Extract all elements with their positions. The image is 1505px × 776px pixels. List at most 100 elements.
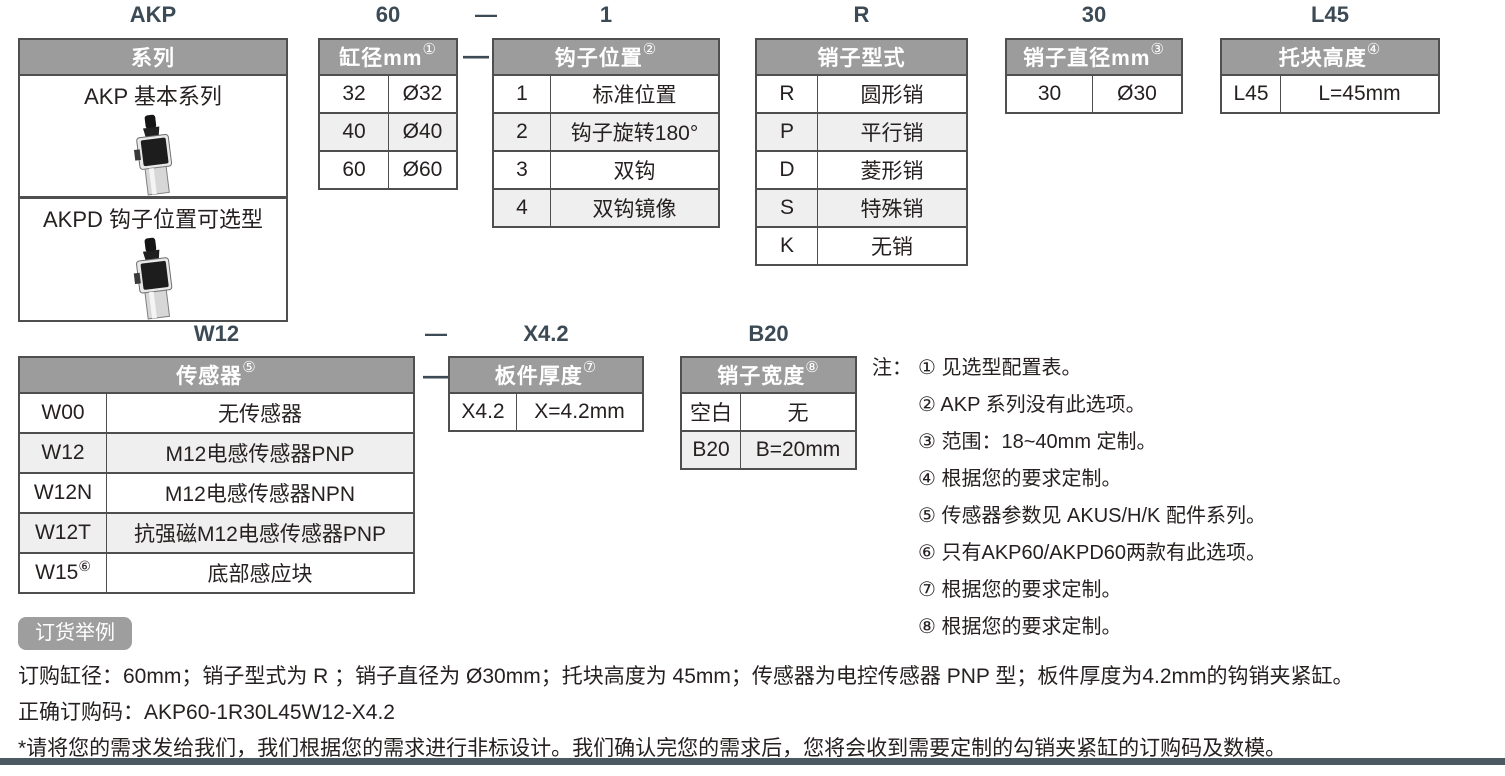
- code-plate-thickness: X4.2: [523, 321, 569, 346]
- table-row: P 平行销: [757, 112, 966, 150]
- option-code: 空白: [682, 394, 741, 430]
- option-desc: 菱形销: [860, 160, 924, 183]
- hook-position-table-title: 钩子位置: [554, 47, 643, 70]
- option-code: P: [757, 114, 818, 150]
- option-code: B20: [682, 432, 741, 468]
- table-row: W12N M12电感传感器NPN: [20, 472, 413, 512]
- table-row: 60 Ø60: [320, 150, 456, 188]
- table-row: K 无销: [757, 226, 966, 264]
- notes-prefix: 注：: [872, 357, 912, 379]
- option-desc: Ø30: [1117, 82, 1157, 105]
- pin-type-table-title: 销子型式: [817, 47, 906, 70]
- block-height-table-title: 托块高度: [1278, 47, 1367, 70]
- code-pin-type: R: [853, 2, 870, 27]
- option-desc: 圆形销: [860, 84, 924, 107]
- table-row: W00 无传感器: [20, 392, 413, 432]
- option-code: R: [757, 76, 818, 112]
- separator-dash: —: [423, 360, 449, 390]
- note-item: ② AKP 系列没有此选项。: [918, 394, 1146, 416]
- code-dash-2: —: [425, 321, 447, 346]
- code-hook-position: 1: [599, 2, 613, 27]
- option-desc: B=20mm: [755, 438, 841, 461]
- option-code: K: [757, 228, 818, 264]
- table-row: 40 Ø40: [320, 112, 456, 150]
- option-code: 4: [494, 190, 551, 226]
- option-desc: Ø32: [402, 82, 443, 105]
- code-series: AKP: [129, 2, 177, 27]
- option-code: W12T: [20, 514, 107, 552]
- option-desc: 标准位置: [592, 84, 677, 107]
- note-item: ⑥ 只有AKP60/AKPD60两款有此选项。: [918, 542, 1267, 564]
- series-item-akp: AKP 基本系列: [20, 74, 286, 196]
- notes-list: ① 见选型配置表。 ② AKP 系列没有此选项。 ③ 范围：18~40mm 定制…: [918, 350, 1266, 646]
- note-item: ③ 范围：18~40mm 定制。: [918, 431, 1157, 453]
- option-desc: 抗强磁M12电感传感器PNP: [133, 523, 387, 546]
- sensor-table-title: 传感器: [176, 365, 243, 388]
- option-code: 32: [320, 76, 389, 112]
- option-code: W12: [20, 434, 107, 472]
- table-row: 空白 无: [682, 392, 855, 430]
- option-code: 60: [320, 152, 389, 188]
- option-code-text: W00: [41, 401, 85, 424]
- option-code-text: W15: [35, 561, 79, 584]
- order-example-description: 订购缸径：60mm；销子型式为 R ；销子直径为 Ø30mm；托块高度为 45m…: [18, 665, 1354, 688]
- option-code: W12N: [20, 474, 107, 512]
- option-code: S: [757, 190, 818, 226]
- option-desc: 无: [787, 402, 809, 425]
- note-item: ⑧ 根据您的要求定制。: [918, 616, 1122, 638]
- table-row: W12T 抗强磁M12电感传感器PNP: [20, 512, 413, 552]
- table-row: 4 双钩镜像: [494, 188, 718, 226]
- option-code: 3: [494, 152, 551, 188]
- table-row: D 菱形销: [757, 150, 966, 188]
- option-code: 2: [494, 114, 551, 150]
- separator-dash: —: [463, 40, 489, 70]
- table-row: 30 Ø30: [1007, 74, 1181, 112]
- akp-product-image: [133, 114, 173, 196]
- pin-type-table-header: 销子型式: [757, 40, 966, 74]
- note-item: ⑦ 根据您的要求定制。: [918, 579, 1122, 601]
- table-row: W12 M12电感传感器PNP: [20, 432, 413, 472]
- option-code: 1: [494, 76, 551, 112]
- option-code-text: W12: [41, 441, 85, 464]
- option-desc: 双钩: [613, 160, 656, 183]
- series-item-label: AKPD 钩子位置可选型: [42, 207, 264, 232]
- akpd-product-image: [133, 237, 173, 320]
- table-row: S 特殊销: [757, 188, 966, 226]
- option-code: W00: [20, 394, 107, 432]
- option-desc: X=4.2mm: [534, 400, 625, 423]
- pin-diameter-table-title: 销子直径mm: [1023, 47, 1151, 70]
- note-item: ① 见选型配置表。: [918, 357, 1082, 379]
- option-code: 40: [320, 114, 389, 150]
- plate-thickness-table-title: 板件厚度: [494, 365, 583, 388]
- code-bore: 60: [375, 2, 401, 27]
- table-row: 32 Ø32: [320, 74, 456, 112]
- option-desc: 无销: [871, 236, 913, 259]
- table-row: 3 双钩: [494, 150, 718, 188]
- series-table-header: 系列: [20, 40, 286, 74]
- option-desc: 无传感器: [218, 403, 302, 426]
- option-code-text: W12T: [34, 521, 91, 544]
- order-example-badge: 订货举例: [18, 617, 132, 650]
- code-sensor: W12: [193, 321, 240, 346]
- option-code-text: W12N: [33, 481, 93, 504]
- pin-width-table-title: 销子宽度: [717, 365, 806, 388]
- table-row: 1 标准位置: [494, 74, 718, 112]
- code-pin-width: B20: [748, 321, 789, 346]
- order-code-line: 正确订购码：AKP60-1R30L45W12-X4.2: [18, 701, 395, 724]
- option-desc: M12电感传感器PNP: [165, 443, 355, 466]
- option-code: L45: [1222, 76, 1281, 112]
- table-row: 2 钩子旋转180°: [494, 112, 718, 150]
- option-desc: 钩子旋转180°: [570, 122, 699, 145]
- custom-design-footnote: *请将您的需求发给我们，我们根据您的需求进行非标设计。我们确认完您的需求后，您将…: [18, 737, 1287, 760]
